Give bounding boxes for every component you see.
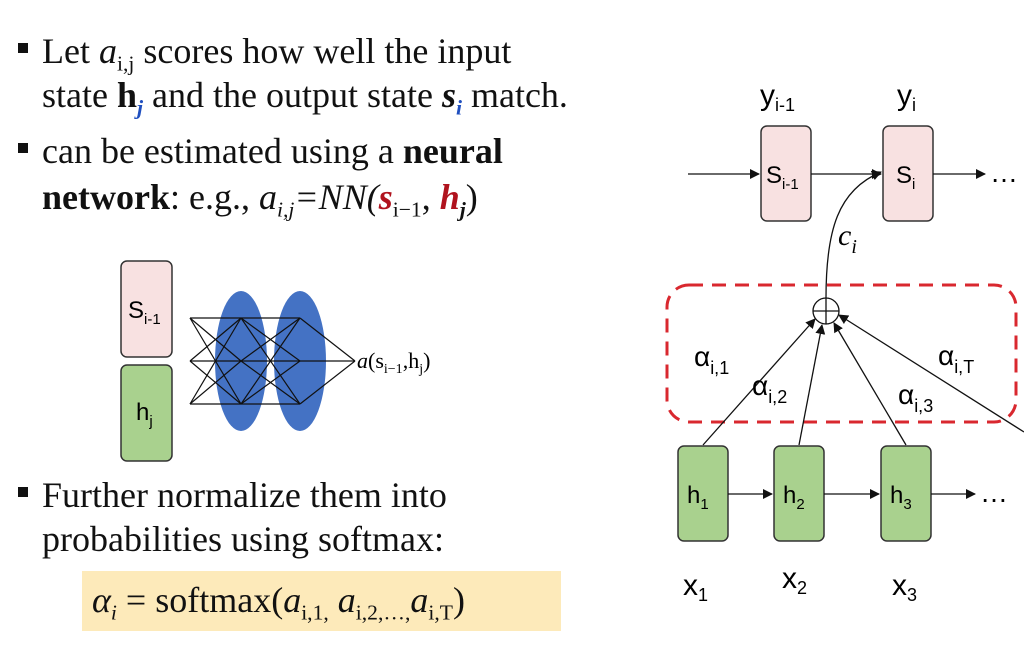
ellipsis-bottom: … [980, 477, 1008, 508]
bullet-1-line-1: Let ai,j scores how well the input [42, 30, 512, 74]
bullet-2-line-1: can be estimated using a neural [42, 130, 503, 172]
decoder-s-cur-label: Si [896, 162, 915, 193]
text-network: network [42, 177, 170, 217]
subscript-i: i [455, 95, 462, 120]
bullet-marker [18, 487, 28, 497]
symbol-a: a [410, 580, 429, 620]
softmax-formula: αi = softmax(ai,1, ai,2,…,ai,T) [92, 579, 465, 623]
subscript-ij: i,j [116, 51, 135, 76]
alpha-T-label: αi,T [938, 340, 974, 377]
text-comma: , [421, 177, 431, 217]
s-prev-box [120, 260, 173, 358]
alpha-3-arrow [833, 322, 907, 446]
encoder-h2-label: h2 [783, 482, 805, 513]
context-label: ci [838, 219, 857, 258]
symbol-s: s [441, 75, 456, 115]
attention-diagram: yi-1 yi Si-1 Si … ci αi,1 αi,2 αi,3 [665, 79, 1024, 605]
subscript-i1: i,1, [301, 600, 329, 625]
x2-label: x2 [782, 562, 807, 598]
encoder-h3-label: h3 [890, 482, 912, 513]
x1-label: x1 [683, 569, 708, 605]
text-close-paren: ) [465, 177, 478, 217]
context-arrow [825, 170, 882, 299]
subscript-j: j [137, 95, 144, 120]
subscript-i: i [110, 600, 117, 625]
subscript-j: j [459, 197, 466, 222]
encoder-h3-box [880, 445, 932, 542]
decoder-s-prev-label: Si-1 [766, 162, 799, 193]
attention-region [665, 283, 1018, 424]
y-cur-label: yi [897, 79, 916, 115]
subscript-i-minus-1: i−1 [392, 197, 422, 222]
bullet-1-line-2: state hj and the output state si match. [42, 74, 568, 118]
symbol-h: h [439, 177, 460, 217]
text-estimated: can be estimated using a [42, 131, 394, 171]
subscript-i2: i,2,…, [355, 600, 411, 625]
symbol-a: a [258, 177, 277, 217]
bullet-2-line-2: network: e.g., ai,j=NN(si−1, hj) [42, 176, 478, 220]
softmax-formula-box: αi = softmax(ai,1, ai,2,…,ai,T) [82, 571, 561, 631]
encoder-h2-box [773, 445, 825, 542]
text-match: match. [470, 75, 568, 115]
subscript-ij: i,j [276, 197, 295, 222]
bullet-3-line-1: Further normalize them into [42, 475, 447, 515]
alpha-2-arrow [798, 324, 826, 446]
text-state: state [42, 75, 108, 115]
alpha-1-arrow [702, 318, 816, 446]
nn-output-label: a(si−1,hj) [357, 348, 430, 377]
text-nn: =NN( [294, 177, 379, 217]
text-let: Let [42, 31, 90, 71]
symbol-a: a [337, 580, 356, 620]
text-close-paren: ) [452, 580, 465, 620]
alpha-1-label: αi,1 [694, 341, 729, 378]
alpha-2-label: αi,2 [752, 370, 787, 407]
text-neural: neural [402, 131, 503, 171]
y-prev-label: yi-1 [760, 79, 795, 115]
bullet-marker [18, 43, 28, 53]
h-j-box [120, 364, 173, 462]
alpha-T-arrow [838, 314, 1024, 433]
alpha-3-label: αi,3 [898, 379, 933, 416]
symbol-a: a [98, 31, 117, 71]
bullet-3-line-2: probabilities using softmax: [42, 519, 444, 559]
encoder-h1-label: h1 [687, 482, 709, 513]
s-prev-label: Si-1 [128, 297, 161, 328]
nn-diagram: Si-1 hj a(si−1,hj [120, 260, 430, 462]
ellipsis-top: … [990, 157, 1018, 188]
bullet-marker [18, 143, 28, 153]
symbol-alpha: α [92, 580, 111, 620]
encoder-h1-box [677, 445, 729, 542]
h-j-label: hj [136, 399, 153, 430]
text-eg: : e.g., [170, 177, 250, 217]
symbol-a: a [283, 580, 302, 620]
text-softmax: = softmax( [125, 580, 284, 620]
symbol-s: s [378, 177, 393, 217]
text-and-output: and the output state [152, 75, 433, 115]
subscript-iT: i,T [428, 600, 453, 625]
nn-connections [189, 317, 356, 405]
text-scores: scores how well the input [143, 31, 512, 71]
x3-label: x3 [892, 569, 917, 605]
symbol-h: h [116, 75, 138, 115]
